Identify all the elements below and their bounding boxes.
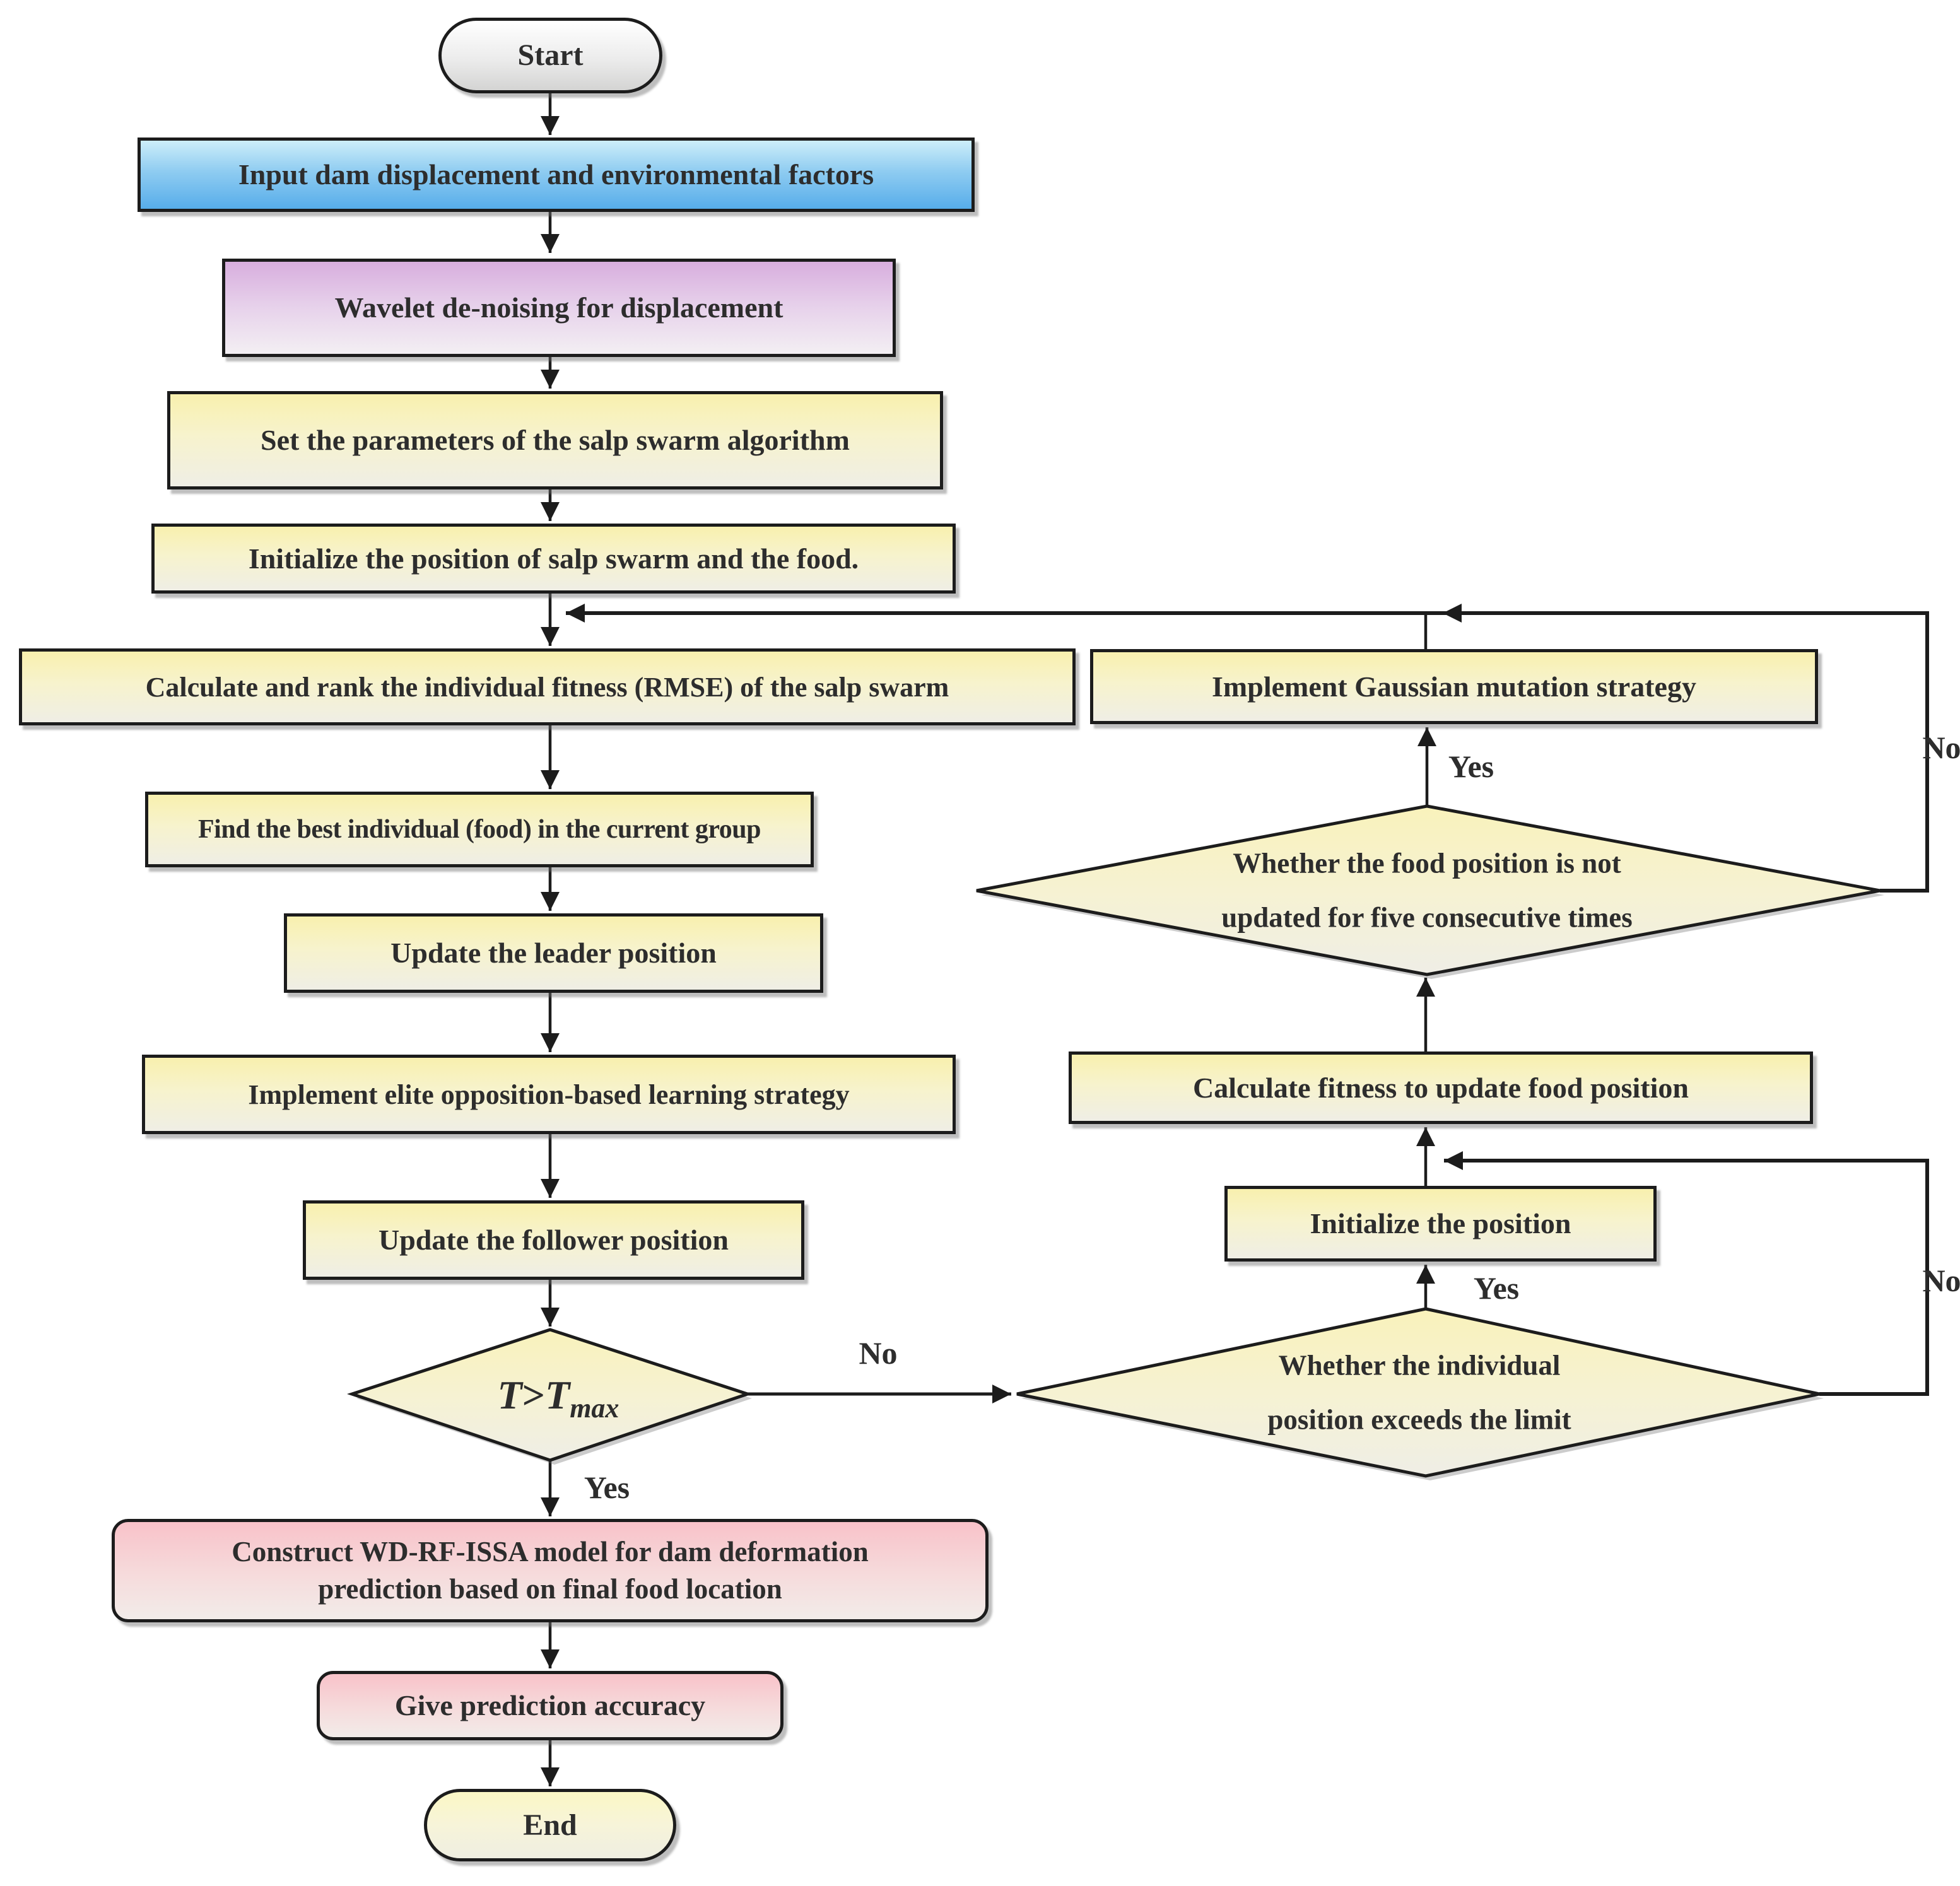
node-construct-model: Construct WD-RF-ISSA model for dam defor… — [112, 1519, 989, 1622]
construct-model-label: Construct WD-RF-ISSA model for dam defor… — [232, 1535, 869, 1605]
edge-label-individual-no: No — [1922, 1263, 1960, 1298]
start-label: Start — [517, 38, 584, 72]
node-input-data: Input dam displacement and environmental… — [138, 138, 975, 212]
node-calculate-rank-fitness: Calculate and rank the individual fitnes… — [19, 648, 1076, 725]
calculate-rank-fitness-label: Calculate and rank the individual fitnes… — [145, 671, 949, 703]
gaussian-mutation-label: Implement Gaussian mutation strategy — [1212, 670, 1696, 703]
initialize-swarm-label: Initialize the position of salp swarm an… — [248, 542, 859, 575]
update-follower-label: Update the follower position — [379, 1224, 729, 1256]
node-gaussian-mutation: Implement Gaussian mutation strategy — [1090, 649, 1818, 724]
edge-label-individual-yes: Yes — [1473, 1270, 1520, 1306]
food-decision-label: Whether the food position is not updated… — [1221, 847, 1633, 934]
initialize-position-label: Initialize the position — [1310, 1207, 1571, 1240]
edge-label-tmax-yes: Yes — [584, 1470, 630, 1505]
elite-opposition-label: Implement elite opposition-based learnin… — [248, 1079, 850, 1110]
node-initialize-position: Initialize the position — [1224, 1186, 1657, 1262]
edge-label-tmax-no: No — [859, 1335, 898, 1371]
node-initialize-swarm: Initialize the position of salp swarm an… — [151, 524, 956, 594]
food-decision-diamond — [976, 804, 1881, 976]
node-calculate-fitness-food: Calculate fitness to update food positio… — [1069, 1051, 1813, 1124]
wavelet-denoising-label: Wavelet de-noising for displacement — [334, 291, 783, 324]
node-end: End — [424, 1789, 676, 1861]
edge-label-food-no: No — [1922, 730, 1960, 765]
node-update-follower: Update the follower position — [303, 1200, 804, 1280]
node-prediction-accuracy: Give prediction accuracy — [317, 1671, 783, 1740]
node-wavelet-denoising: Wavelet de-noising for displacement — [222, 259, 896, 357]
update-leader-label: Update the leader position — [390, 937, 717, 969]
individual-decision-label: Whether the individual position exceeds … — [1267, 1349, 1571, 1436]
tmax-decision-diamond — [347, 1328, 753, 1462]
input-data-label: Input dam displacement and environmental… — [238, 158, 874, 191]
prediction-accuracy-label: Give prediction accuracy — [394, 1689, 706, 1722]
node-set-parameters: Set the parameters of the salp swarm alg… — [167, 391, 943, 489]
end-label: End — [523, 1808, 577, 1842]
node-find-best-individual: Find the best individual (food) in the c… — [145, 792, 814, 867]
node-update-leader: Update the leader position — [284, 913, 823, 993]
node-elite-opposition: Implement elite opposition-based learnin… — [142, 1055, 956, 1134]
edge-individual-no-loop — [1444, 1151, 1929, 1396]
find-best-individual-label: Find the best individual (food) in the c… — [198, 814, 761, 844]
edge-label-food-yes: Yes — [1448, 749, 1494, 784]
edge-food-no-loop — [566, 604, 1929, 893]
calculate-fitness-food-label: Calculate fitness to update food positio… — [1193, 1071, 1689, 1104]
tmax-decision-label: T>Tmax — [497, 1373, 619, 1424]
node-start: Start — [438, 18, 662, 93]
individual-decision-diamond — [1016, 1307, 1820, 1478]
set-parameters-label: Set the parameters of the salp swarm alg… — [261, 424, 850, 457]
